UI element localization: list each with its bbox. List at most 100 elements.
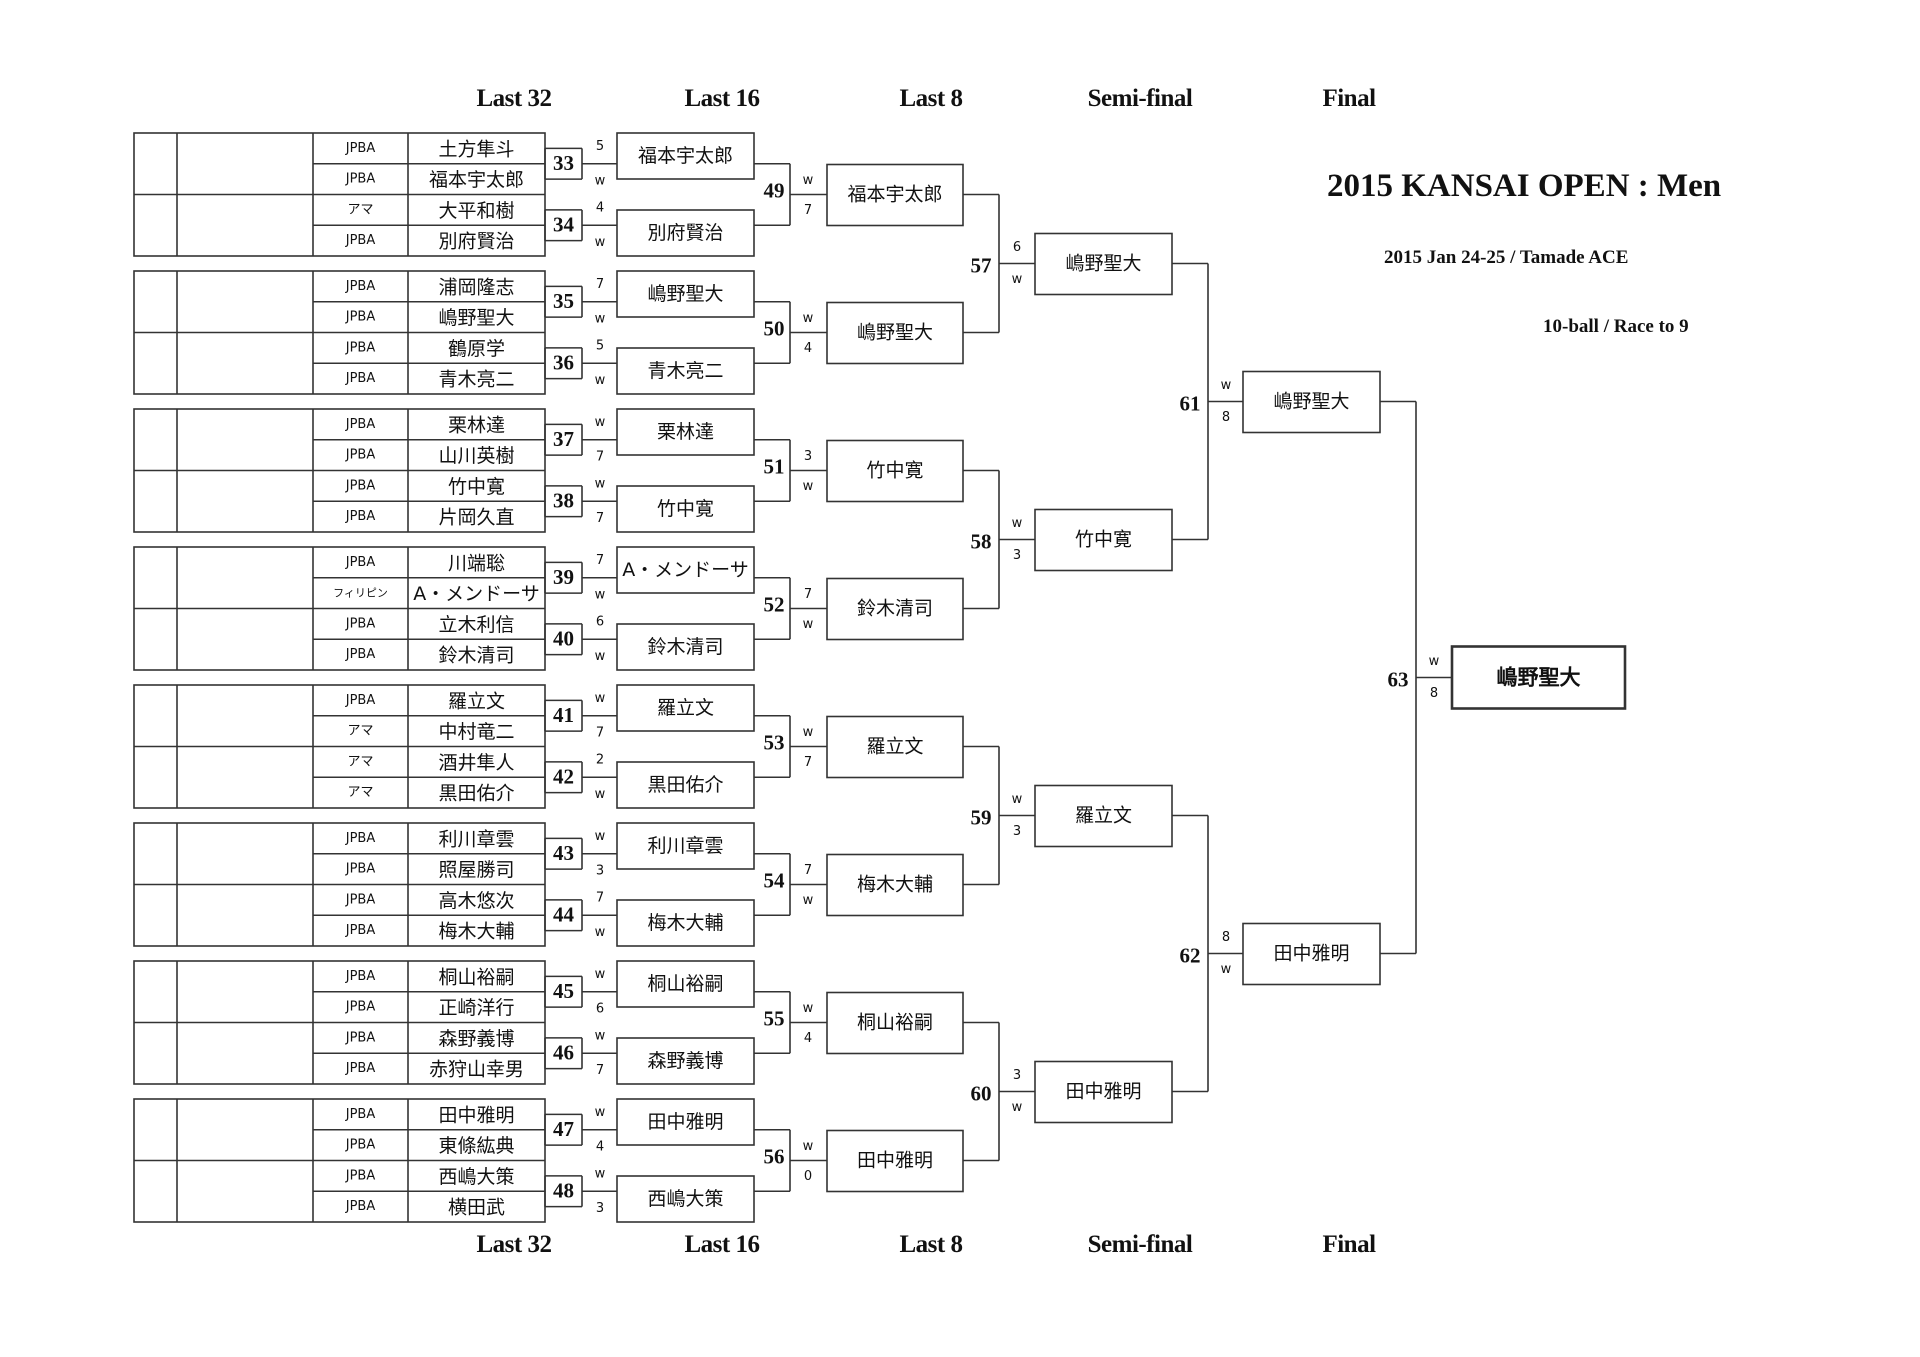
player-name: 山川英樹 (438, 445, 514, 467)
score-top: w (803, 1001, 814, 1016)
semifinal-player-name: 竹中寛 (1075, 529, 1132, 551)
semifinal-player-name: 羅立文 (1075, 805, 1132, 827)
champion-box (1450, 645, 1627, 710)
player-name: 立木利信 (438, 614, 514, 636)
score-top: 8 (1222, 930, 1230, 945)
champion-name: 嶋野聖大 (1497, 666, 1581, 690)
score-top: 3 (804, 449, 812, 464)
player-affiliation: JPBA (345, 509, 376, 524)
match-number: 59 (971, 806, 992, 830)
score-top: 7 (596, 890, 604, 905)
last16-player-box (616, 960, 755, 1008)
score-bottom: 7 (596, 726, 604, 741)
player-name: A・メンドーサ (413, 583, 540, 605)
score-bottom: 7 (596, 511, 604, 526)
match-number: 39 (553, 565, 574, 589)
match-number: 43 (553, 841, 574, 865)
score-bottom: w (1012, 272, 1023, 287)
last16-player-name: 西嶋大策 (647, 1188, 723, 1210)
score-top: w (1221, 378, 1232, 393)
player-affiliation: JPBA (345, 862, 376, 877)
last16-player-name: 桐山裕嗣 (647, 973, 723, 995)
last16-player-name: 嶋野聖大 (647, 283, 723, 305)
header-last8: Last 8 (899, 85, 963, 112)
player-affiliation: アマ (347, 202, 373, 217)
match-number: 45 (553, 979, 574, 1003)
last16-player-box (616, 1098, 755, 1146)
score-top: w (595, 691, 606, 706)
score-bottom: w (595, 925, 606, 940)
score-top: 2 (596, 752, 604, 767)
match-number: 46 (553, 1040, 574, 1064)
score-top: w (595, 1105, 606, 1120)
last16-player-box (616, 347, 755, 395)
score-top: w (595, 967, 606, 982)
last8-player-name: 嶋野聖大 (857, 322, 933, 344)
last16-player-box (616, 408, 755, 456)
match-number: 41 (553, 703, 574, 727)
header-last32: Last 32 (476, 85, 552, 112)
semifinal-player-name: 嶋野聖大 (1065, 253, 1141, 275)
score-bottom: 3 (596, 864, 604, 879)
last16-player-box (616, 132, 755, 180)
player-affiliation: JPBA (345, 892, 376, 907)
player-affiliation: JPBA (345, 417, 376, 432)
score-top: w (1012, 516, 1023, 531)
score-top: 5 (596, 139, 604, 154)
last8-player-name: 田中雅明 (857, 1150, 933, 1172)
last16-player-box (616, 761, 755, 809)
last16-player-box (616, 1175, 755, 1223)
player-name: 中村竜二 (438, 721, 514, 743)
player-name: 大平和樹 (438, 200, 514, 222)
last16-player-box (616, 1037, 755, 1085)
score-bottom: 6 (596, 1002, 604, 1017)
score-bottom: w (595, 373, 606, 388)
score-top: 4 (596, 200, 604, 215)
score-bottom: 4 (804, 1031, 812, 1046)
player-affiliation: アマ (347, 785, 373, 800)
match-number: 61 (1180, 392, 1201, 416)
player-affiliation: JPBA (345, 340, 376, 355)
player-affiliation: JPBA (345, 1030, 376, 1045)
score-bottom: 7 (804, 203, 812, 218)
match-number: 55 (764, 1007, 785, 1031)
score-bottom: 4 (804, 341, 812, 356)
player-name: 鈴木清司 (438, 645, 514, 667)
player-affiliation: JPBA (345, 310, 376, 325)
score-top: 6 (596, 614, 604, 629)
player-affiliation: JPBA (345, 1107, 376, 1122)
score-top: w (595, 1028, 606, 1043)
last16-player-name: 栗林達 (657, 421, 714, 443)
player-affiliation: JPBA (345, 1138, 376, 1153)
player-name: 東條紘典 (438, 1135, 514, 1157)
player-name: 羅立文 (448, 690, 505, 712)
last8-player-name: 竹中寛 (866, 460, 923, 482)
last16-player-name: 利川章雲 (647, 835, 723, 857)
score-top: w (803, 173, 814, 188)
player-affiliation: JPBA (345, 1061, 376, 1076)
score-bottom: w (595, 235, 606, 250)
player-affiliation: JPBA (345, 969, 376, 984)
player-affiliation: JPBA (345, 693, 376, 708)
player-affiliation: JPBA (345, 279, 376, 294)
last16-player-box (616, 270, 755, 318)
player-name: 酒井隼人 (438, 752, 514, 774)
player-name: 正崎洋行 (438, 997, 514, 1019)
player-affiliation: JPBA (345, 1000, 376, 1015)
last16-player-box (616, 546, 755, 594)
player-affiliation: JPBA (345, 448, 376, 463)
player-name: 栗林達 (448, 414, 505, 436)
match-number: 34 (553, 212, 575, 236)
last16-player-box (616, 822, 755, 870)
player-name: 田中雅明 (438, 1104, 514, 1126)
match-number: 44 (553, 902, 575, 926)
tournament-date-venue: 2015 Jan 24-25 / Tamade ACE (1384, 247, 1629, 268)
last16-player-name: 羅立文 (657, 697, 714, 719)
header-semifinal: Semi-final (1087, 85, 1193, 112)
tournament-title: 2015 KANSAI OPEN : Men (1327, 168, 1722, 204)
score-bottom: w (803, 617, 814, 632)
last16-player-name: 黒田佑介 (647, 774, 723, 796)
player-name: 土方隼斗 (438, 138, 514, 160)
score-top: w (803, 311, 814, 326)
